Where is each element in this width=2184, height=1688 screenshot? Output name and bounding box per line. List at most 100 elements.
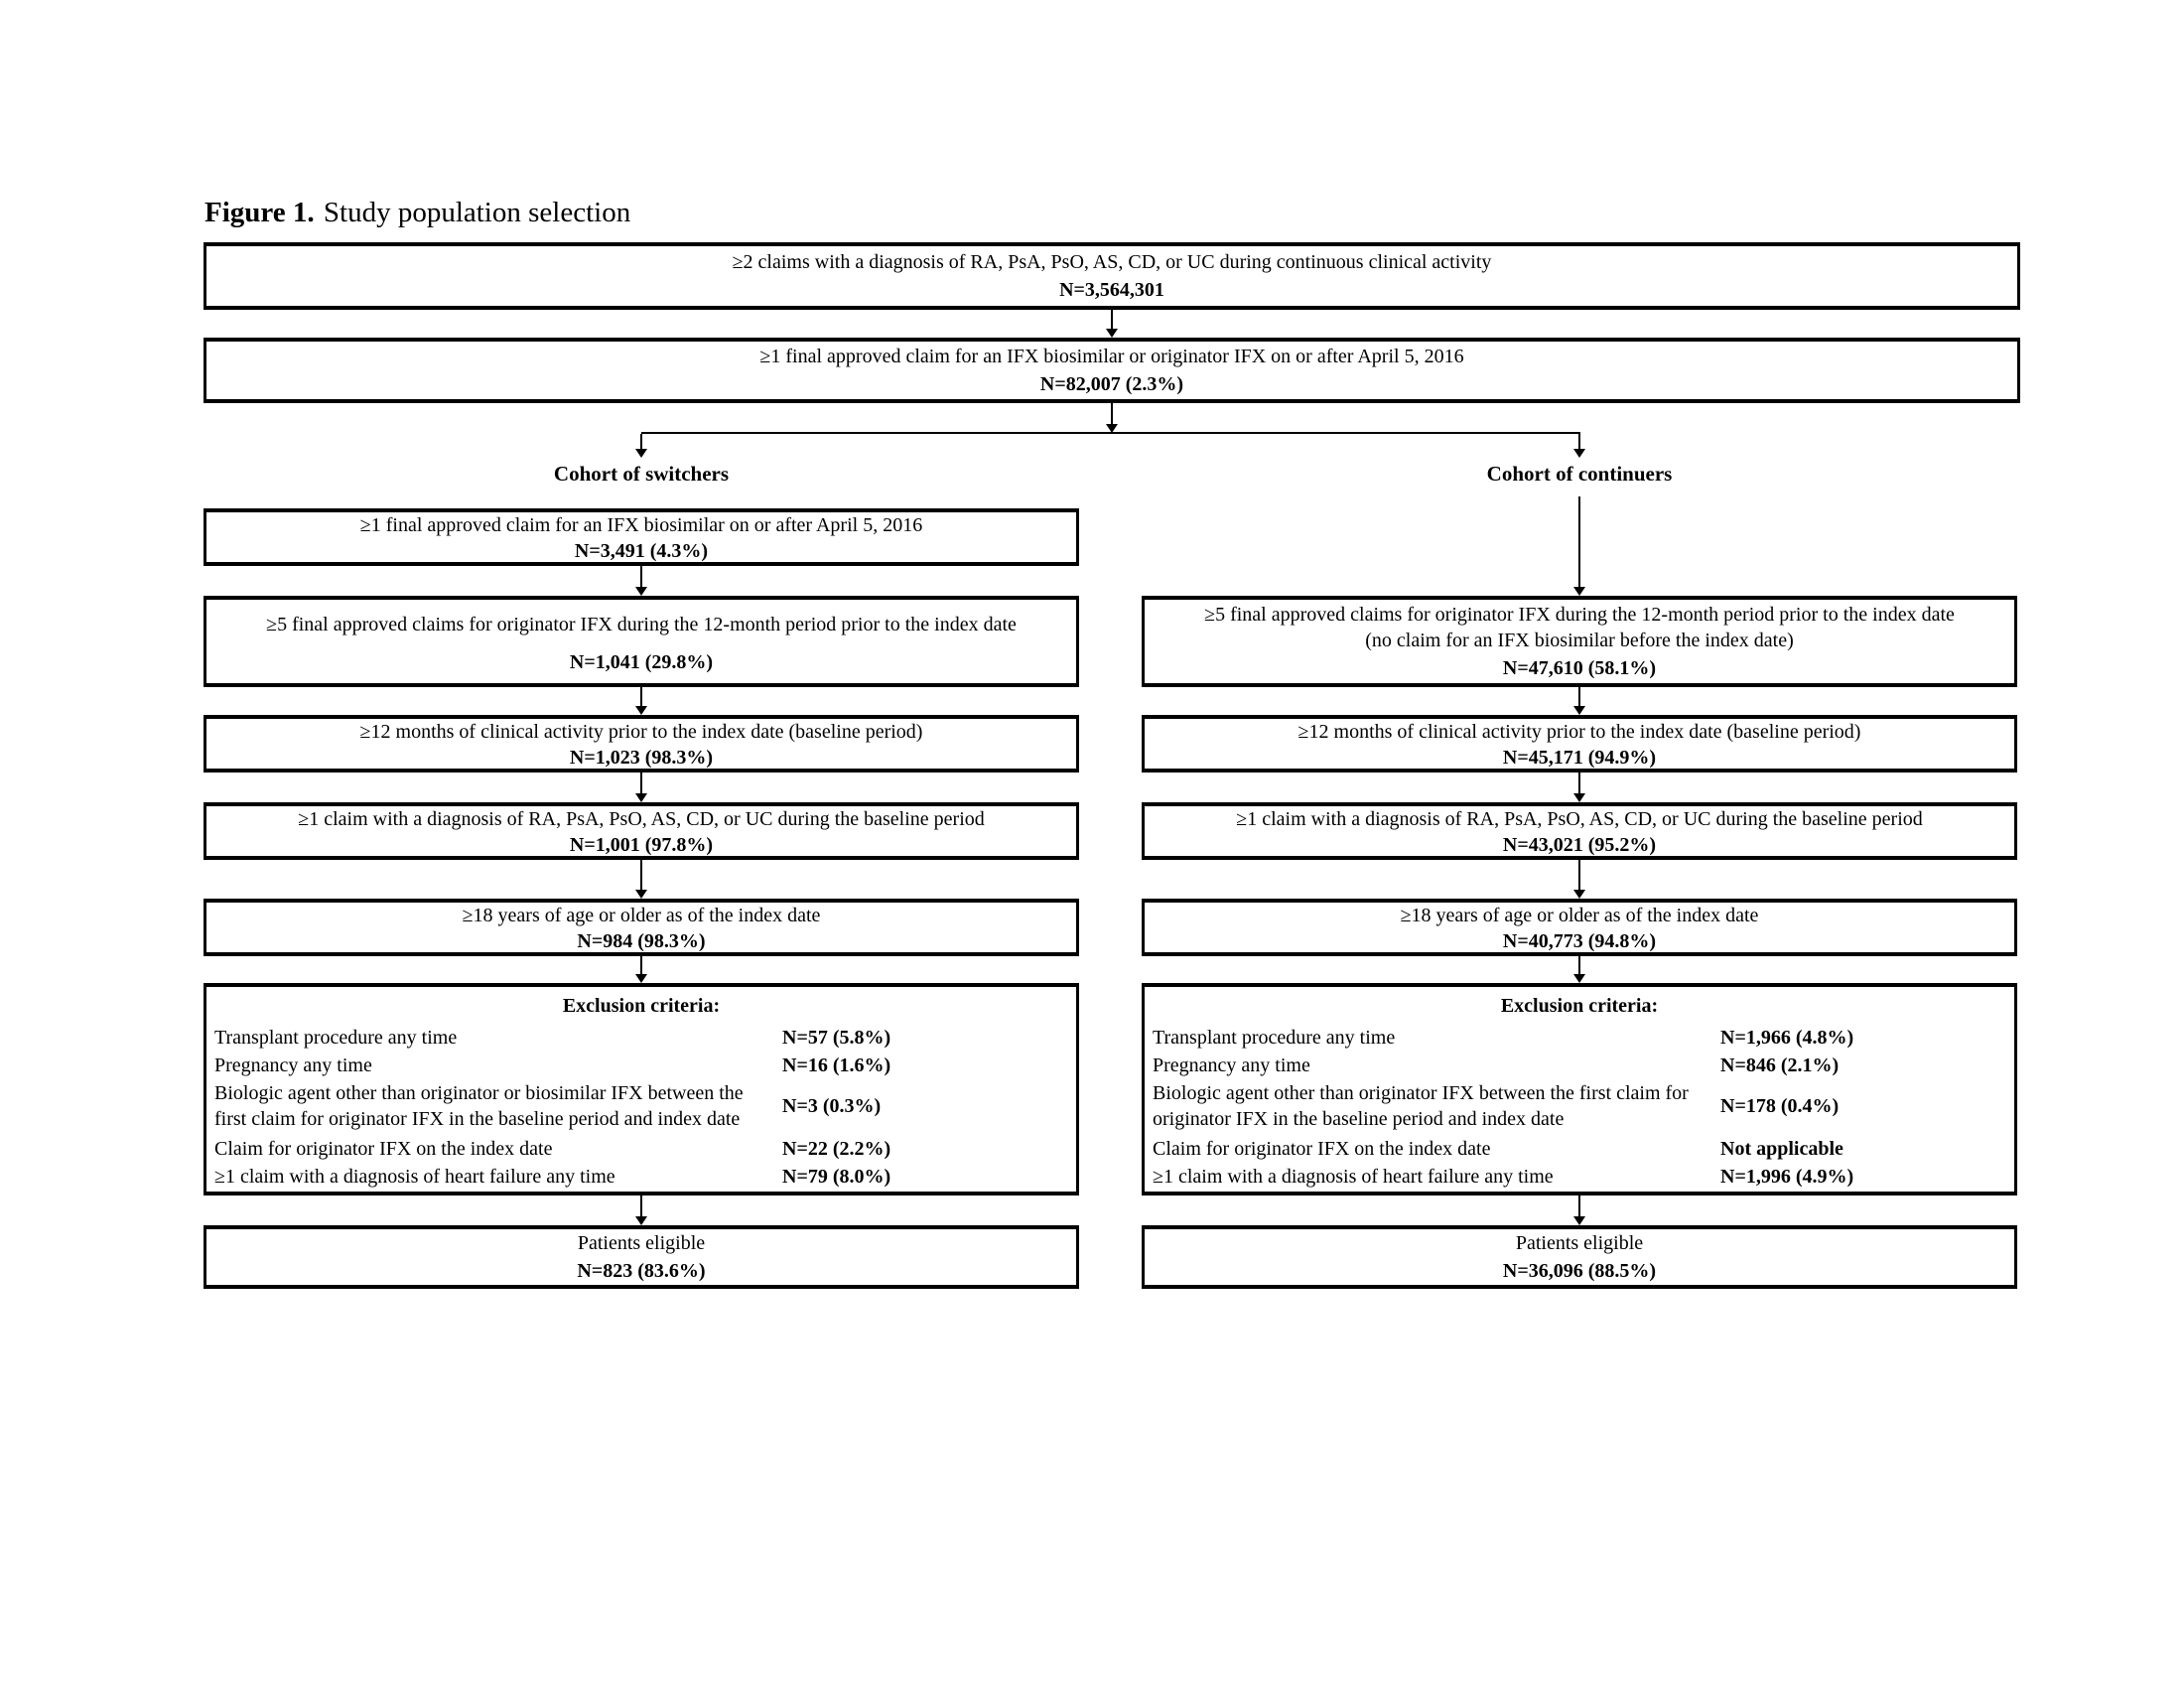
n-value: N=40,773 (94.8%)	[1502, 930, 1657, 952]
exclusion-row-n: N=57 (5.8%)	[782, 1027, 891, 1049]
exclusion-row-n: Not applicable	[1720, 1138, 1843, 1160]
arrow-head	[1573, 793, 1585, 802]
arrow-head	[635, 793, 647, 802]
arrow-line	[1111, 310, 1113, 330]
n-value: N=45,171 (94.9%)	[1502, 747, 1657, 769]
arrow-head	[635, 587, 647, 596]
cohort-label-switchers: Cohort of switchers	[553, 462, 730, 486]
n-value: N=47,610 (58.1%)	[1502, 657, 1657, 679]
exclusion-row-label: Claim for originator IFX on the index da…	[214, 1138, 553, 1160]
n-value: N=36,096 (88.5%)	[1502, 1259, 1657, 1282]
eligible-label: Patients eligible	[1515, 1232, 1644, 1255]
criterion-text: ≥1 final approved claim for an IFX biosi…	[759, 346, 1464, 367]
eligible-label: Patients eligible	[577, 1232, 706, 1255]
criterion-text: ≥12 months of clinical activity prior to…	[359, 721, 923, 743]
arrow-head	[1573, 974, 1585, 983]
eligible-box-continuers: Patients eligible N=36,096 (88.5%)	[1142, 1225, 2017, 1289]
exclusion-row-n: N=846 (2.1%)	[1720, 1055, 1840, 1076]
arrow-head	[635, 706, 647, 715]
n-value: N=984 (98.3%)	[577, 930, 706, 952]
arrow-line	[640, 860, 642, 890]
arrow-line	[1578, 496, 1580, 587]
branch-horizontal-line	[641, 432, 1580, 434]
n-value: N=1,023 (98.3%)	[569, 747, 714, 769]
n-value: N=43,021 (95.2%)	[1502, 834, 1657, 856]
stage-box-continuers-claims5: ≥5 final approved claims for originator …	[1142, 596, 2017, 687]
arrow-line	[640, 687, 642, 706]
exclusion-title: Exclusion criteria:	[1500, 995, 1659, 1017]
exclusion-row-n: N=3 (0.3%)	[782, 1095, 882, 1117]
n-value: N=3,491 (4.3%)	[574, 540, 709, 562]
exclusion-row-label: Pregnancy any time	[1153, 1055, 1310, 1076]
arrow-head	[1573, 587, 1585, 596]
exclusion-box-continuers: Exclusion criteria: Transplant procedure…	[1142, 983, 2017, 1196]
flow-box-diagnosis-claims: ≥2 claims with a diagnosis of RA, PsA, P…	[204, 242, 2020, 310]
criterion-text: ≥18 years of age or older as of the inde…	[462, 905, 821, 926]
stage-box-continuers-diagnosis: ≥1 claim with a diagnosis of RA, PsA, Ps…	[1142, 802, 2017, 860]
exclusion-row-label: ≥1 claim with a diagnosis of heart failu…	[214, 1166, 615, 1188]
exclusion-row-n: N=79 (8.0%)	[782, 1166, 891, 1188]
arrow-line	[640, 566, 642, 587]
exclusion-row-label: Claim for originator IFX on the index da…	[1153, 1138, 1491, 1160]
figure-caption: Study population selection	[323, 197, 631, 228]
exclusion-row-label: Pregnancy any time	[214, 1055, 372, 1076]
n-value: N=3,564,301	[1059, 279, 1164, 302]
n-value: N=82,007 (2.3%)	[1039, 373, 1184, 395]
branch-left-line	[640, 434, 642, 450]
arrow-head	[1573, 890, 1585, 899]
criterion-text: ≥5 final approved claims for originator …	[1204, 604, 1955, 651]
figure-title: Figure 1. Study population selection	[205, 197, 630, 229]
exclusion-box-switchers: Exclusion criteria: Transplant procedure…	[204, 983, 1079, 1196]
exclusion-row-n: N=178 (0.4%)	[1720, 1095, 1840, 1117]
exclusion-row-n: N=1,996 (4.9%)	[1720, 1166, 1854, 1188]
exclusion-row-n: N=1,966 (4.8%)	[1720, 1027, 1854, 1049]
arrow-head	[635, 1216, 647, 1225]
arrow-line	[1578, 773, 1580, 793]
flow-box-ifx-claim: ≥1 final approved claim for an IFX biosi…	[204, 338, 2020, 403]
criterion-text: ≥18 years of age or older as of the inde…	[1400, 905, 1759, 926]
stage-box-switchers-biosimilar: ≥1 final approved claim for an IFX biosi…	[204, 508, 1079, 566]
criterion-text: ≥2 claims with a diagnosis of RA, PsA, P…	[732, 250, 1492, 273]
branch-right-line	[1578, 434, 1580, 450]
criterion-text: ≥1 claim with a diagnosis of RA, PsA, Ps…	[298, 808, 985, 830]
arrow-line	[1578, 1196, 1580, 1216]
exclusion-row-label: Transplant procedure any time	[1153, 1027, 1396, 1049]
arrow-line	[640, 773, 642, 793]
arrow-line	[1578, 687, 1580, 706]
stage-box-continuers-activity: ≥12 months of clinical activity prior to…	[1142, 715, 2017, 773]
arrow-head	[635, 974, 647, 983]
arrow-line	[1578, 860, 1580, 890]
arrow-line	[1578, 956, 1580, 974]
stage-box-switchers-age: ≥18 years of age or older as of the inde…	[204, 899, 1079, 956]
arrow-head	[1106, 329, 1118, 338]
arrow-head	[1573, 449, 1585, 458]
arrow-line	[640, 956, 642, 974]
n-value: N=1,041 (29.8%)	[569, 651, 714, 673]
branch-stem-line	[1111, 403, 1113, 425]
cohort-label-continuers: Cohort of continuers	[1486, 462, 1673, 486]
stage-box-switchers-diagnosis: ≥1 claim with a diagnosis of RA, PsA, Ps…	[204, 802, 1079, 860]
criterion-text: ≥5 final approved claims for originator …	[266, 614, 1017, 635]
exclusion-row-label: Biologic agent other than originator or …	[214, 1082, 744, 1130]
arrow-head	[1106, 424, 1118, 433]
criterion-text: ≥12 months of clinical activity prior to…	[1297, 721, 1861, 743]
stage-box-continuers-age: ≥18 years of age or older as of the inde…	[1142, 899, 2017, 956]
stage-box-switchers-claims5: ≥5 final approved claims for originator …	[204, 596, 1079, 687]
arrow-head	[635, 449, 647, 458]
arrow-head	[1573, 1216, 1585, 1225]
criterion-text: ≥1 claim with a diagnosis of RA, PsA, Ps…	[1236, 808, 1923, 830]
exclusion-row-label: Transplant procedure any time	[214, 1027, 458, 1049]
stage-box-switchers-activity: ≥12 months of clinical activity prior to…	[204, 715, 1079, 773]
figure-number: Figure 1.	[205, 197, 315, 228]
n-value: N=823 (83.6%)	[577, 1259, 706, 1282]
exclusion-row-n: N=16 (1.6%)	[782, 1055, 891, 1076]
eligible-box-switchers: Patients eligible N=823 (83.6%)	[204, 1225, 1079, 1289]
exclusion-title: Exclusion criteria:	[562, 995, 721, 1017]
arrow-line	[640, 1196, 642, 1216]
criterion-text: ≥1 final approved claim for an IFX biosi…	[359, 514, 923, 536]
exclusion-row-label: ≥1 claim with a diagnosis of heart failu…	[1153, 1166, 1554, 1188]
arrow-head	[635, 890, 647, 899]
n-value: N=1,001 (97.8%)	[569, 834, 714, 856]
exclusion-row-n: N=22 (2.2%)	[782, 1138, 891, 1160]
